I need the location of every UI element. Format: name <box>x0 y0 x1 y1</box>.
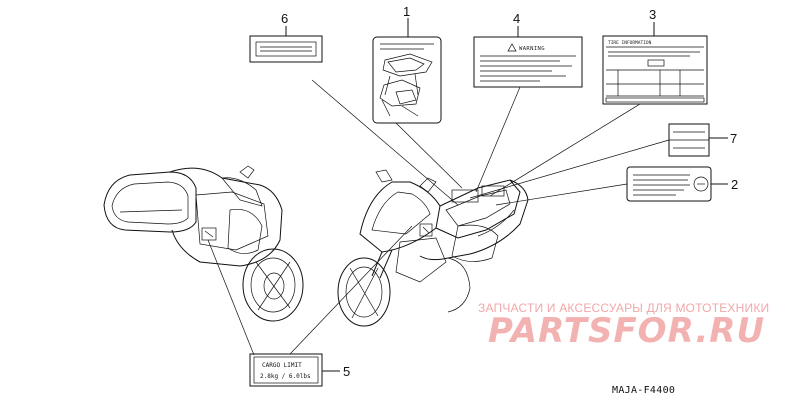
label-7-plate[interactable] <box>668 123 710 157</box>
callout-4: 4 <box>513 11 520 26</box>
callout-5: 5 <box>343 364 350 379</box>
callout-6: 6 <box>281 11 288 26</box>
label-1-plate[interactable] <box>372 36 442 124</box>
callout-3: 3 <box>649 7 656 22</box>
label-5-cargo-limit-plate[interactable]: CARGO LIMIT 2.8kg / 6.0lbs <box>249 353 323 387</box>
tire-info-text: TIRE INFORMATION <box>608 40 652 46</box>
cargo-limit-text: CARGO LIMIT <box>262 362 302 369</box>
callout-7: 7 <box>730 131 737 146</box>
label-6-plate[interactable] <box>249 35 323 63</box>
callout-1: 1 <box>403 4 410 19</box>
motorcycle-rear-view <box>103 165 304 322</box>
label-4-warning-plate[interactable]: WARNING <box>473 36 583 88</box>
watermark-tagline: ЗАПЧАСТИ И АКСЕССУАРЫ ДЛЯ МОТОТЕХНИКИ <box>478 301 770 315</box>
warning-text: WARNING <box>519 46 545 52</box>
motorcycle-front-view <box>337 169 529 327</box>
label-3-tire-info-plate[interactable]: TIRE INFORMATION <box>602 35 708 105</box>
callout-2: 2 <box>731 177 738 192</box>
watermark-logo: PARTSFOR.RU <box>488 311 766 351</box>
diagram-code: MAJA-F4400 <box>612 385 676 396</box>
cargo-limit-value: 2.8kg / 6.0lbs <box>260 373 311 380</box>
label-2-plate[interactable] <box>626 166 712 202</box>
